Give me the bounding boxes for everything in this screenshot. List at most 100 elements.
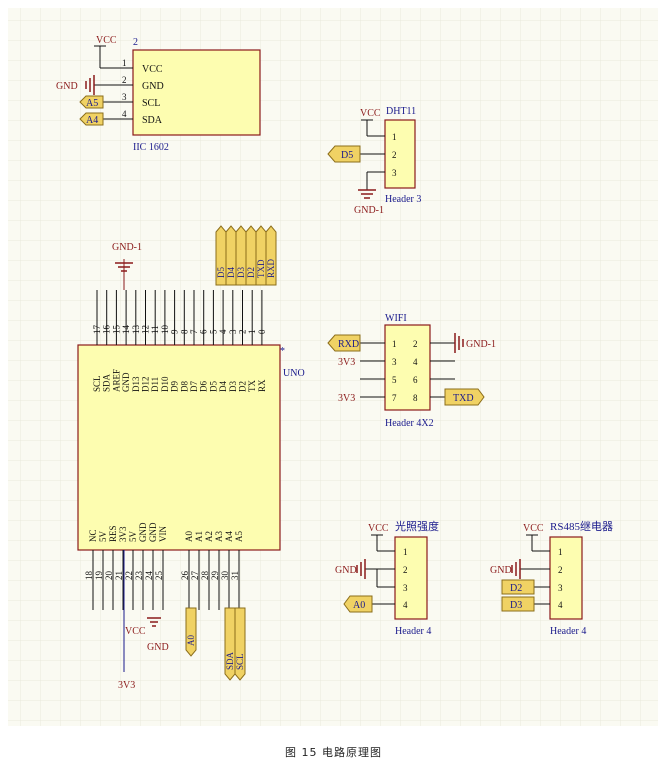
rs485-gnd-label: GND [490, 565, 512, 576]
port-d3-relay-label: D3 [510, 600, 522, 611]
rs485-vcc-label: VCC [523, 523, 544, 534]
uno-vcc-label: VCC [125, 626, 146, 637]
uno-bottom-pin-18-name: NC [88, 529, 98, 542]
light-designator: Header 4 [395, 626, 431, 637]
uno-top-pin-17-num: 17 [92, 325, 102, 335]
port-a4-label: A4 [86, 115, 98, 126]
uno-port-d2-label: D2 [246, 267, 256, 278]
uno-top-pin-8-name: D8 [179, 381, 189, 392]
iic1602-designator: IIC 1602 [133, 142, 169, 153]
uno-designator: UNO [283, 368, 305, 379]
uno-top-pin-group: 17SCL16SDA15AREF14GND13D1312D1211D1110D1… [92, 290, 267, 392]
rs485-pin2: 2 [558, 565, 563, 575]
uno-port-d5-label: D5 [216, 267, 226, 278]
wifi-gnd-label: GND-1 [466, 339, 496, 350]
uno-bottom-pin-19-num: 19 [94, 571, 104, 581]
uno-bottom-pin-20-name: RES [108, 525, 118, 542]
uno-bottom-pin-22-num: 22 [124, 571, 134, 580]
light-pin4: 4 [403, 600, 408, 610]
uno-top-pin-12-name: D12 [141, 377, 151, 393]
rs485-pin1: 1 [558, 547, 563, 557]
uno-3v3-label: 3V3 [118, 680, 135, 691]
uno-top-pin-13-num: 13 [131, 325, 141, 335]
port-rxd [327, 334, 361, 352]
uno-top-pin-7-name: D7 [189, 381, 199, 392]
uno-bottom-pin-22-name: 5V [128, 531, 138, 543]
uno-bottom-pin-28-num: 28 [200, 571, 210, 581]
port-d5-dht [327, 145, 361, 163]
uno-bottom-pin-31-num: 31 [230, 571, 240, 580]
uno-top-pin-0-name: RX [257, 379, 267, 392]
uno-top-pin-1-num: 1 [247, 330, 257, 335]
uno-top-pin-7-num: 7 [189, 329, 199, 334]
rs485-pin3: 3 [558, 583, 563, 593]
uno-bottom-pin-20-num: 20 [104, 571, 114, 581]
uno-bottom-pin-30-name: A4 [224, 531, 234, 542]
uno-top-pin-16-num: 16 [102, 325, 112, 335]
uno-bottom-port-a0 [185, 607, 197, 657]
port-a5-label: A5 [86, 98, 98, 109]
dht11-title: DHT11 [386, 106, 416, 117]
light-title: 光照强度 [395, 519, 439, 533]
uno-top-pin-11-num: 11 [150, 325, 160, 334]
port-d5-dht-label: D5 [341, 150, 353, 161]
iic1602-pin1-num: 1 [122, 58, 127, 68]
uno-bottom-pin-21-name: 3V3 [118, 526, 128, 542]
light-sensor-module: 光照强度 Header 4 VCC 1 2 3 4 GND A0 [335, 519, 439, 637]
uno-top-pin-15-num: 15 [111, 325, 121, 335]
uno-bottom-pin-27-num: 27 [190, 571, 200, 581]
port-a0-light [343, 595, 373, 613]
uno-bottom-pin-23-name: GND [138, 522, 148, 542]
wifi-pin-5: 5 [392, 375, 397, 385]
rs485-body [549, 536, 583, 620]
port-d2-relay-label: D2 [510, 583, 522, 594]
port-a0-light-label: A0 [353, 600, 365, 611]
port-rxd-label: RXD [338, 339, 359, 350]
rs485-relay-module: RS485继电器 Header 4 VCC 1 2 3 4 GND D2 D3 [490, 520, 613, 637]
uno-top-pin-14-num: 14 [121, 325, 131, 335]
uno-port-d3-label: D3 [236, 267, 246, 278]
uno-bottom-pin-19-name: 5V [98, 531, 108, 543]
uno-top-pin-17-name: SCL [92, 375, 102, 392]
uno-top-pin-3-num: 3 [228, 329, 238, 334]
uno-module: UNO * GND-1 17SCL16SDA15AREF14GND13D1312… [77, 225, 305, 691]
iic1602-pin4-num: 4 [122, 109, 127, 119]
uno-bottom-pin-24-num: 24 [144, 571, 154, 581]
port-txd-label: TXD [453, 393, 474, 404]
uno-port-rxd-label: RXD [266, 258, 276, 278]
uno-top-pin-10-num: 10 [160, 325, 170, 335]
uno-bottom-pin-21-num: 21 [114, 571, 124, 580]
wifi-module: WIFI Header 4X2 1 3 5 7 2 4 6 8 RXD 3V3 … [327, 313, 496, 429]
uno-bottom-pin-26-name: A0 [184, 531, 194, 542]
iic1602-vcc-label: VCC [96, 35, 117, 46]
iic1602-topnum: 2 [133, 37, 138, 48]
uno-gnd-label: GND [147, 642, 169, 653]
uno-top-pin-8-num: 8 [179, 329, 189, 334]
iic1602-pin2-name: GND [142, 81, 164, 92]
light-vcc-label: VCC [368, 523, 389, 534]
uno-top-pin-5-num: 5 [208, 329, 218, 334]
wifi-pin-2: 2 [413, 339, 418, 349]
light-pin3: 3 [403, 583, 408, 593]
dht11-pin1: 1 [392, 132, 397, 142]
uno-bottom-pin-group: 18NC195V20RES213V3225V23GND24GND25VIN26A… [84, 522, 244, 610]
light-gnd-label: GND [335, 565, 357, 576]
iic1602-pin3-name: SCL [142, 98, 160, 109]
port-a5 [79, 95, 104, 109]
dht11-designator: Header 3 [385, 194, 421, 205]
wifi-pin-4: 4 [413, 357, 418, 367]
uno-top-pin-3-name: D3 [228, 381, 238, 392]
rs485-pin4: 4 [558, 600, 563, 610]
uno-port-txd-label: TXD [256, 259, 266, 278]
dht11-module: DHT11 Header 3 1 2 3 VCC GND-1 D5 [327, 106, 421, 216]
wifi-3v3-a: 3V3 [338, 357, 355, 368]
uno-top-pin-16-name: SDA [102, 373, 112, 392]
dht11-vcc-label: VCC [360, 108, 381, 119]
uno-bottom-pin-30-num: 30 [220, 571, 230, 581]
uno-bottom-pin-18-num: 18 [84, 571, 94, 581]
uno-top-pin-12-num: 12 [141, 325, 151, 334]
uno-top-pin-9-num: 9 [170, 329, 180, 334]
uno-bottom-port-scl-label: SCL [235, 653, 245, 670]
uno-top-pin-1-name: TX [247, 380, 257, 392]
light-body [394, 536, 428, 620]
